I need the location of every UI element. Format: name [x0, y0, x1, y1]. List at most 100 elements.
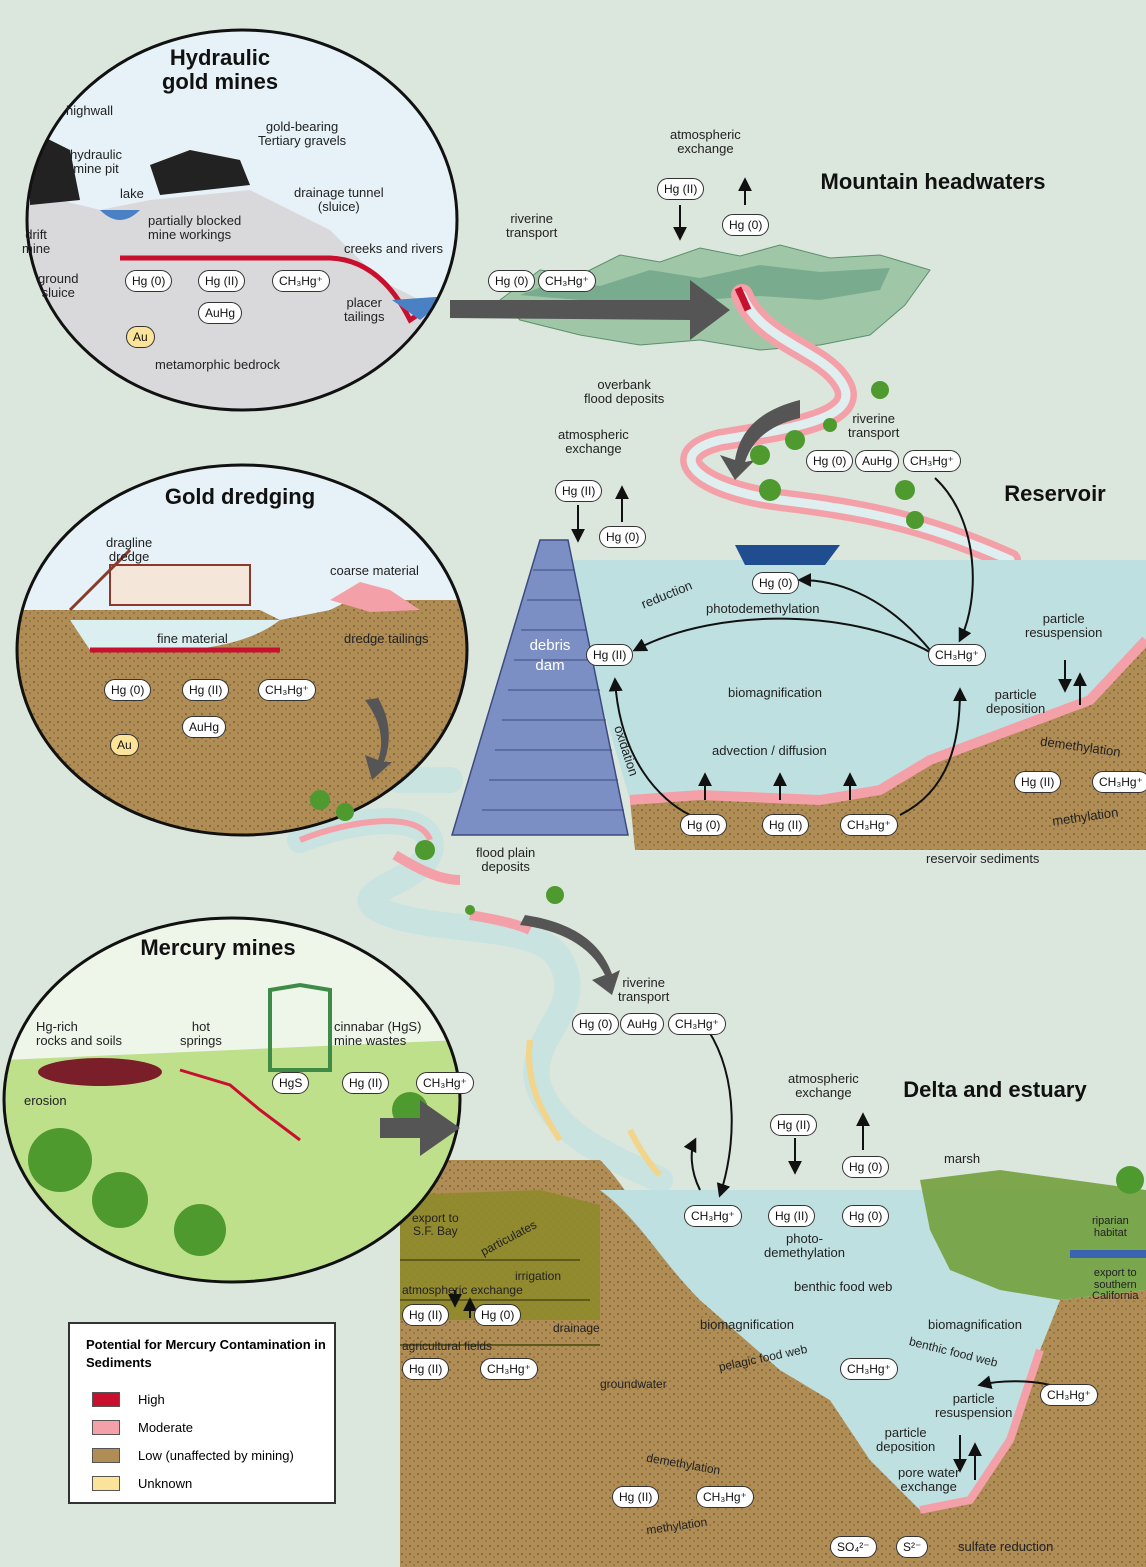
- legend-item-unknown: Unknown: [92, 1474, 192, 1492]
- label-drainage-tunnel: drainage tunnel (sluice): [294, 185, 384, 214]
- debris-dam: [450, 539, 629, 836]
- label-agricultural-fields: agricultural fields: [402, 1339, 493, 1353]
- species-hg2-ag: Hg (II): [402, 1358, 450, 1380]
- label-hydraulic-mine-pit: hydraulic mine pit: [70, 147, 123, 176]
- label-lake: lake: [120, 186, 144, 201]
- label-atmospheric-exchange-3: atmospheric exchange: [788, 1071, 859, 1100]
- species-hg0-reservoir: Hg (0): [752, 572, 800, 594]
- species-mehg-estuary-sed: CH₃Hg⁺: [696, 1486, 754, 1508]
- label-drainage: drainage: [553, 1321, 600, 1335]
- species-so4: SO₄²⁻: [830, 1536, 877, 1558]
- species-auhg-hydraulic: AuHg: [198, 302, 243, 324]
- legend: Potential for Mercury Contamination in S…: [68, 1322, 336, 1504]
- agricultural-fields: [400, 1190, 600, 1320]
- label-hot-springs: hot springs: [180, 1019, 222, 1048]
- label-particle-resuspension-2: particle resuspension: [935, 1391, 1013, 1420]
- species-mehg-dredging: CH₃Hg⁺: [258, 679, 316, 701]
- label-benthic-food-web: benthic food web: [794, 1279, 893, 1294]
- flow-arrow-mercury: [380, 1100, 460, 1156]
- legend-swatch-high: [92, 1391, 120, 1407]
- label-erosion: erosion: [24, 1093, 67, 1108]
- legend-swatch-unknown: [92, 1475, 120, 1491]
- legend-label-moderate: Moderate: [138, 1419, 193, 1435]
- label-hg-rich-rocks: Hg-rich rocks and soils: [36, 1019, 122, 1048]
- label-gold-bearing-gravels: gold-bearing Tertiary gravels: [258, 119, 347, 148]
- species-hg0-atm2: Hg (0): [599, 526, 647, 548]
- heading-mountain-headwaters: Mountain headwaters: [820, 169, 1046, 194]
- label-photo-demethylation-2: photo- demethylation: [764, 1231, 845, 1260]
- legend-title: Potential for Mercury Contamination in S…: [86, 1337, 326, 1370]
- heading-gold-dredging: Gold dredging: [164, 484, 316, 509]
- label-marsh: marsh: [944, 1151, 981, 1166]
- species-mehg-sed-res: CH₃Hg⁺: [1092, 771, 1146, 793]
- species-au-hydraulic: Au: [126, 326, 155, 348]
- species-hg0-river2: Hg (0): [806, 450, 854, 472]
- species-hg0-delta: Hg (0): [842, 1205, 890, 1227]
- label-highwall: highwall: [66, 103, 113, 118]
- species-hg2-estuary-sed: Hg (II): [612, 1486, 660, 1508]
- species-hg2-hydraulic: Hg (II): [198, 270, 246, 292]
- fishing-boat: [735, 545, 840, 565]
- label-metamorphic-bedrock: metamorphic bedrock: [155, 357, 280, 372]
- legend-item-moderate: Moderate: [92, 1418, 193, 1436]
- species-hgs: HgS: [272, 1072, 310, 1094]
- legend-label-unknown: Unknown: [138, 1475, 193, 1491]
- flow-arrow-hydraulic: [450, 280, 730, 340]
- species-hg2-atm2: Hg (II): [555, 480, 603, 502]
- species-mehg-river2: CH₃Hg⁺: [903, 450, 961, 472]
- species-auhg-dredging: AuHg: [182, 716, 227, 738]
- species-hg2-atm1: Hg (II): [657, 178, 705, 200]
- species-hg0-dredging: Hg (0): [104, 679, 152, 701]
- label-fine-material: fine material: [157, 631, 228, 646]
- species-auhg-river3: AuHg: [620, 1013, 665, 1035]
- label-particle-deposition-2: particle deposition: [876, 1425, 936, 1454]
- label-drift-mine: drift mine: [22, 227, 51, 256]
- heading-reservoir: Reservoir: [1004, 481, 1106, 506]
- label-placer-tailings: placer tailings: [344, 295, 385, 324]
- species-hg2-atm4: Hg (II): [402, 1304, 450, 1326]
- label-export-sf-bay: export to S.F. Bay: [412, 1211, 459, 1238]
- legend-label-low: Low (unaffected by mining): [138, 1447, 294, 1463]
- label-particle-resuspension: particle resuspension: [1025, 611, 1103, 640]
- species-hg0-river3: Hg (0): [572, 1013, 620, 1035]
- legend-item-low: Low (unaffected by mining): [92, 1446, 294, 1464]
- label-irrigation: irrigation: [515, 1269, 562, 1283]
- legend-swatch-low: [92, 1447, 120, 1463]
- label-photodemethylation: photodemethylation: [706, 601, 820, 616]
- species-s2: S²⁻: [896, 1536, 929, 1558]
- species-hg2-reservoir: Hg (II): [586, 644, 634, 666]
- heading-hydraulic-gold-mines: Hydraulic gold mines: [161, 45, 279, 95]
- label-particle-deposition: particle deposition: [986, 687, 1046, 716]
- dredging-inset-border: [15, 463, 469, 837]
- legend-item-high: High: [92, 1390, 165, 1408]
- label-overbank-flood-deposits: overbank flood deposits: [584, 377, 665, 406]
- flow-arrow-headwaters: [720, 400, 800, 480]
- flow-arrow-dredging: [365, 698, 392, 780]
- species-hg2-mercury: Hg (II): [342, 1072, 390, 1094]
- species-mehg-pelagic: CH₃Hg⁺: [840, 1358, 898, 1380]
- species-au-dredging: Au: [110, 734, 139, 756]
- legend-swatch-moderate: [92, 1419, 120, 1435]
- label-sulfate-reduction: sulfate reduction: [958, 1539, 1054, 1554]
- flow-arrow-floodplain: [520, 915, 620, 995]
- label-riverine-transport-1: riverine transport: [506, 211, 558, 240]
- species-hg0-river1: Hg (0): [488, 270, 536, 292]
- label-flood-plain-deposits: flood plain deposits: [476, 845, 536, 874]
- label-export-southern-california: export to southern California: [1092, 1267, 1139, 1303]
- reservoir-water: [560, 560, 1146, 800]
- species-hg0-atm4: Hg (0): [474, 1304, 522, 1326]
- species-mehg-delta: CH₃Hg⁺: [684, 1205, 742, 1227]
- label-advection-diffusion: advection / diffusion: [712, 743, 827, 758]
- species-mehg-mercury: CH₃Hg⁺: [416, 1072, 474, 1094]
- label-creeks-rivers: creeks and rivers: [344, 241, 443, 256]
- label-riverine-transport-2: riverine transport: [848, 411, 900, 440]
- species-auhg-river2: AuHg: [855, 450, 900, 472]
- label-biomagnification: biomagnification: [728, 685, 822, 700]
- species-mehg-ag: CH₃Hg⁺: [480, 1358, 538, 1380]
- species-mehg-reservoir: CH₃Hg⁺: [928, 644, 986, 666]
- label-dredge-tailings: dredge tailings: [344, 631, 429, 646]
- species-hg2-sed-res: Hg (II): [1014, 771, 1062, 793]
- label-riparian-habitat: riparian habitat: [1092, 1215, 1129, 1239]
- heading-delta-estuary: Delta and estuary: [903, 1077, 1087, 1102]
